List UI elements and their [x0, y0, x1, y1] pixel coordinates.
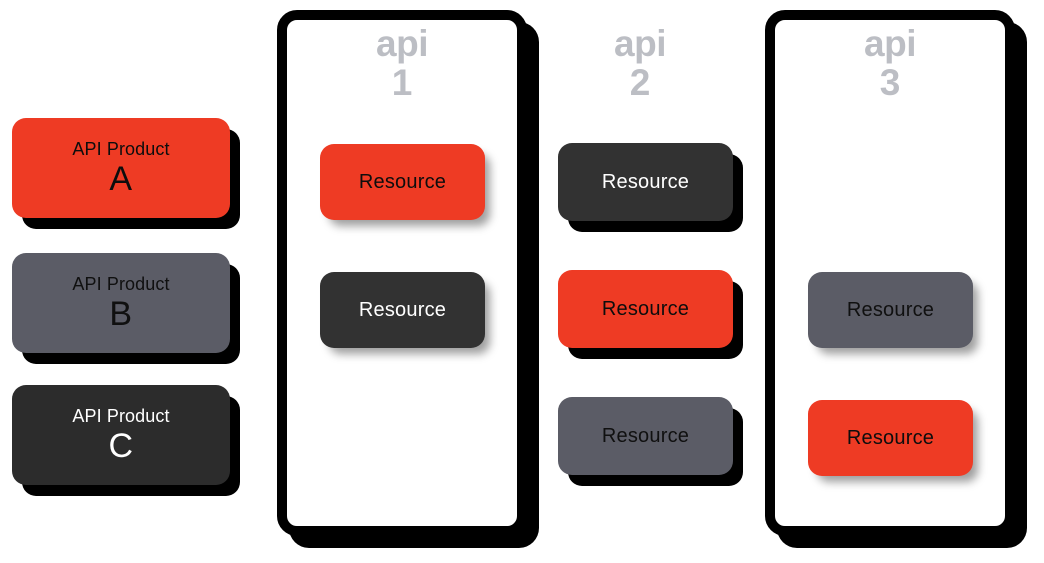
resource-pill[interactable]: Resource: [558, 397, 733, 475]
resource-label: Resource: [358, 170, 447, 193]
api-product-caption: API Product: [72, 274, 170, 294]
api-product-letter: B: [109, 295, 133, 333]
resource-label: Resource: [601, 297, 690, 320]
api-heading-number: 3: [879, 62, 901, 104]
api-heading-word: api: [864, 23, 916, 64]
api-product-caption: API Product: [72, 139, 170, 159]
resource-pill[interactable]: Resource: [558, 143, 733, 221]
api-heading-2: api 2: [565, 23, 715, 104]
resource-pill[interactable]: Resource: [320, 272, 485, 348]
resource-label: Resource: [846, 426, 935, 449]
resource-pill[interactable]: Resource: [320, 144, 485, 220]
resource-label: Resource: [601, 424, 690, 447]
resource-pill[interactable]: Resource: [808, 272, 973, 348]
api-product-caption: API Product: [72, 406, 170, 426]
api-product-letter: C: [108, 427, 134, 465]
api-heading-number: 2: [629, 62, 651, 104]
api-container-1[interactable]: [277, 10, 527, 536]
api-heading-word: api: [376, 23, 428, 64]
resource-label: Resource: [358, 298, 447, 321]
resource-pill[interactable]: Resource: [808, 400, 973, 476]
api-heading-3: api 3: [815, 23, 965, 104]
resource-pill[interactable]: Resource: [558, 270, 733, 348]
resource-label: Resource: [846, 298, 935, 321]
api-heading-number: 1: [391, 62, 413, 104]
resource-label: Resource: [601, 170, 690, 193]
api-product-letter: A: [109, 160, 133, 198]
api-heading-word: api: [614, 23, 666, 64]
api-product-card-a[interactable]: API Product A: [12, 118, 230, 218]
api-product-card-b[interactable]: API Product B: [12, 253, 230, 353]
api-heading-1: api 1: [327, 23, 477, 104]
api-product-card-c[interactable]: API Product C: [12, 385, 230, 485]
